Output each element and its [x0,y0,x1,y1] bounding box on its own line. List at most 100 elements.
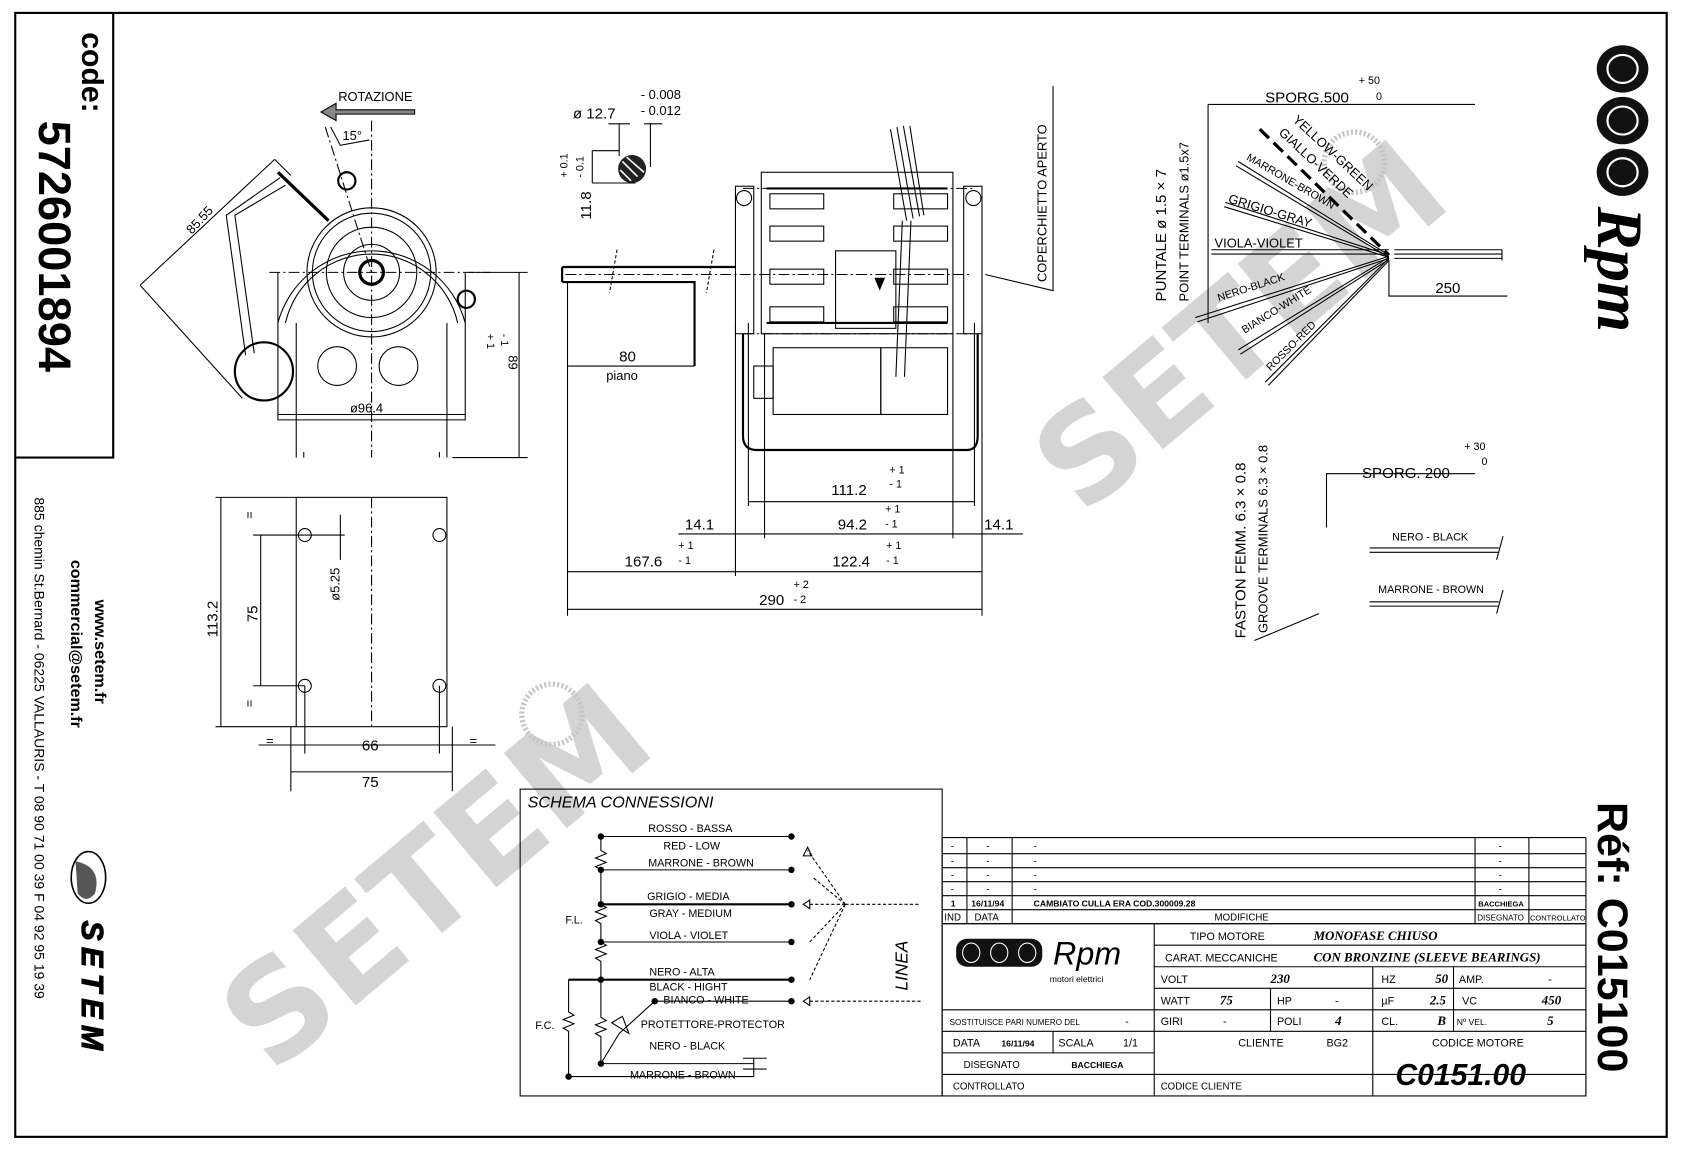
checked-label: CONTROLLATO [953,1081,1025,1092]
dim-111: 111.2 [831,482,866,499]
carat-label: CARAT. MECCANICHE [1165,952,1278,964]
sostituisce-value: - [1125,1016,1129,1028]
poli-label: POLI [1277,1016,1302,1028]
scale-value: 1/1 [1123,1037,1138,1049]
svg-text:-: - [1499,856,1502,867]
cap-wire-black: NERO - BLACK [1392,531,1469,543]
rpm-logo-side: Rpm [1584,45,1656,332]
schema-label: MARRONE - BROWN [648,858,754,870]
uf-value: 2.5 [1429,992,1447,1007]
vel-label: Nº VEL. [1457,1017,1487,1027]
sheet-border [14,11,1668,1138]
tol: + 2 [794,579,809,591]
revisions-table: ---- ---- ---- ---- 1 16/11/94 CAMBIATO … [941,837,1587,1096]
flat-dimension: 11.8 [578,191,595,219]
tol: + 1 [678,540,693,552]
cl-value: B [1436,1013,1446,1028]
shaft-diameter: ø 12.7 [573,105,616,122]
equal-mark: = [266,733,274,748]
svg-text:-: - [986,884,989,895]
schema-label: BIANCO - WHITE [663,994,748,1006]
setem-logo-text: SETEM [75,920,108,1056]
carat-value: CON BRONZINE (SLEEVE BEARINGS) [1314,949,1541,964]
dim-14-right: 14.1 [984,517,1013,534]
equal-mark: = [243,511,258,519]
svg-text:-: - [986,856,989,867]
base-width-holes: 66 [362,737,379,754]
schema-title: SCHEMA CONNESSIONI [528,793,714,811]
flat-tol-plus: + 0.1 [559,153,571,177]
hp-value: - [1335,995,1339,1007]
height-tol-plus: + 1 [484,334,496,349]
header-drawn: DISEGNATO [1477,913,1524,922]
tol: - 1 [889,479,902,491]
email: commercial@setem.fr [67,560,85,729]
svg-text:-: - [1499,841,1502,852]
svg-text:-: - [986,870,989,881]
tipo-value: MONOFASE CHIUSO [1313,928,1438,943]
schema-label: NERO - BLACK [649,1041,726,1053]
shaft-detail: ø 12.7 - 0.008 - 0.012 11.8 + 0.1 - 0.1 [559,87,681,220]
base-height-total: 113.2 [205,601,222,638]
coil-icon [1596,45,1649,196]
equal-mark: = [243,700,258,708]
plane-label: piano [606,368,638,383]
tol: + 1 [886,540,901,552]
product-code: 5726001894 [29,121,80,372]
drawn-label: DISEGNATO [964,1060,1021,1071]
rotation-label: ROTAZIONE [338,89,413,104]
svg-text:-: - [1034,856,1037,867]
dim-167: 167.6 [625,553,663,570]
rpm-logo-block: Rpm motori elettrici [956,936,1121,984]
sporg-200-tol-plus: + 30 [1464,441,1485,453]
linea-label: LINEA [892,941,912,991]
terminal-icon [456,289,477,309]
schema-label: BLACK - HIGHT [649,981,728,993]
hz-value: 50 [1435,971,1448,986]
cl-label: CL. [1381,1016,1398,1028]
vc-label: VC [1462,995,1477,1007]
revision-row-empty: ---- ---- ---- ---- [951,841,1502,895]
svg-text:-: - [951,884,954,895]
watt-value: 75 [1220,992,1233,1007]
point-terminals-label: POINT TERMINALS ø1.5x7 [1177,142,1192,301]
schema-label: VIOLA - VIOLET [649,930,728,942]
header-checked: CONTROLLATO [1530,913,1586,922]
sporg-500: SPORG.500 [1265,89,1349,106]
motor-code-value: C0151.00 [1395,1059,1526,1092]
plane-dimension: 80 [619,349,636,366]
terminal-icon [337,171,357,191]
wire-label: VIOLA-VIOLET [1215,236,1303,251]
svg-text:-: - [1034,841,1037,852]
svg-text:-: - [951,856,954,867]
svg-text:-: - [1499,870,1502,881]
hp-label: HP [1277,995,1292,1007]
volt-value: 230 [1270,971,1291,986]
code-block: code: 5726001894 [29,32,108,372]
header-ind: IND [944,912,961,923]
fc-label: F.C. [535,1020,554,1032]
volt-label: VOLT [1161,974,1189,986]
dim-290: 290 [759,592,784,609]
schema-label: GRIGIO - MEDIA [647,891,730,903]
dim-94: 94.2 [838,517,867,534]
svg-text:-: - [1034,870,1037,881]
watt-label: WATT [1161,995,1191,1007]
schema-label: PROTETTORE-PROTECTOR [641,1019,785,1031]
uf-label: µF [1381,995,1394,1007]
fl-label: F.L. [565,915,582,927]
puntale-label: PUNTALE ø 1.5 × 7 [1153,169,1170,301]
tol: - 2 [794,594,807,606]
motor-code-label: CODICE MOTORE [1432,1037,1524,1049]
base-height-holes: 75 [244,605,261,622]
angle-label: 15° [343,128,363,143]
rpm-logo-text: Rpm [1584,206,1656,333]
schema-label: GRAY - MEDIUM [649,908,732,920]
cover-open-label: COPERCHIETTO APERTO [1035,124,1050,282]
client-value: BG2 [1326,1037,1348,1049]
svg-text:-: - [1034,884,1037,895]
flat-tol-minus: - 0.1 [575,156,587,178]
svg-text:1: 1 [951,898,956,908]
header-changes: MODIFICHE [1215,912,1270,923]
sporg-200-tol-zero: 0 [1482,456,1488,468]
